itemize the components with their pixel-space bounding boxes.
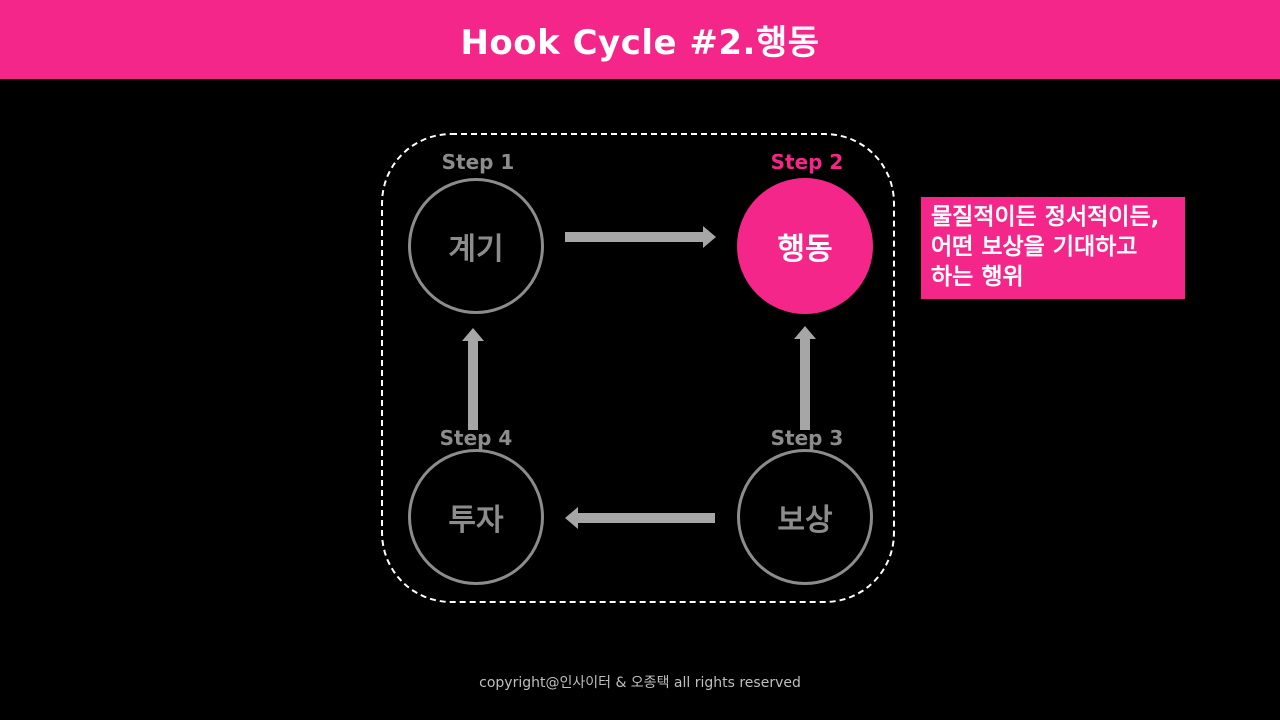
node-reward: 보상 [737,449,873,585]
description-callout: 물질적이든 정서적이든, 어떤 보상을 기대하고 하는 행위 [921,197,1185,299]
arrow-up-icon [794,326,816,430]
arrow-left-icon [565,507,715,529]
node-investment: 투자 [408,449,544,585]
node-trigger: 계기 [408,178,544,314]
page-title: Hook Cycle #2.행동 [460,23,820,63]
cycle-frame [381,133,895,603]
copyright-footer: copyright@인사이터 & 오종택 all rights reserved [479,675,801,691]
callout-line: 물질적이든 정서적이든, [931,204,1160,230]
arrow-up-icon [462,328,484,430]
arrow-right-icon [565,226,716,248]
step-2-label: Step 2 [770,150,844,174]
callout-line: 어떤 보상을 기대하고 [931,234,1138,260]
step-1-label: Step 1 [441,150,515,174]
header-bar: Hook Cycle #2.행동 [0,0,1280,79]
node-action: 행동 [737,178,873,314]
callout-line: 하는 행위 [931,264,1024,290]
